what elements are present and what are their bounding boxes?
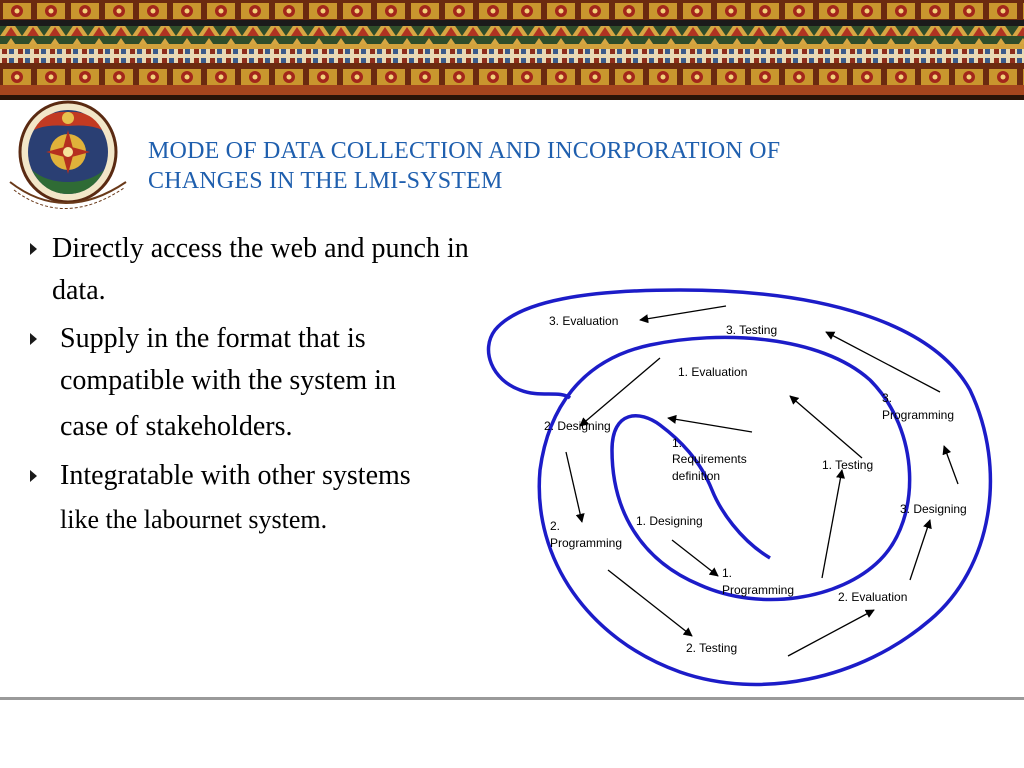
bullet-2-line-3: case of stakeholders. (60, 411, 293, 442)
bullet-1-line-2: data. (52, 275, 106, 306)
arrow-prog3-to-test3 (825, 331, 941, 393)
arrow-design3-to-prog3 (942, 445, 959, 485)
label-programming-1a: 1. (722, 566, 732, 580)
arrow-req-to-top (667, 414, 753, 433)
arrow-design1-to-prog1 (671, 539, 719, 577)
footer-divider (0, 697, 1024, 700)
label-evaluation-2: 2. Evaluation (838, 590, 907, 604)
title-line-1: Mode of data collection and incorporatio… (148, 138, 781, 164)
label-designing-1: 1. Designing (636, 514, 703, 528)
national-emblem (4, 100, 136, 222)
label-programming-3a: 3. (882, 391, 892, 405)
label-programming-2a: 2. (550, 519, 560, 533)
label-programming-3b: Programming (882, 408, 954, 422)
label-designing-2: 2. Designing (544, 419, 611, 433)
bullet-1-line-1: Directly access the web and punch in (52, 233, 469, 264)
label-requirements-1: 1. (672, 436, 682, 450)
label-designing-3: 3. Designing (900, 502, 967, 516)
label-testing-1: 1. Testing (822, 458, 873, 472)
bullet-2-line-1: Supply in the format that is (60, 323, 366, 354)
flow-arrows (565, 305, 959, 657)
spiral-curve (486, 288, 993, 687)
triangle-bullet-icon (30, 333, 37, 345)
bullet-2-line-2: compatible with the system in (60, 365, 396, 396)
triangle-bullet-icon (30, 470, 37, 482)
arrow-prog2-to-test2 (607, 569, 693, 637)
arrow-prog1-to-test1 (821, 469, 845, 579)
label-programming-1b: Programming (722, 583, 794, 597)
title-line-2: changes in the LMI-System (148, 168, 503, 194)
arrow-test2-to-eval2 (787, 609, 875, 657)
label-testing-2: 2. Testing (686, 641, 737, 655)
label-evaluation-3: 3. Evaluation (549, 314, 618, 328)
ornate-beam-banner-image (0, 0, 1024, 100)
arrow-test3-to-eval3 (639, 305, 727, 324)
label-testing-3: 3. Testing (726, 323, 777, 337)
arrow-eval1-to-design2 (579, 357, 661, 427)
slide-title: Mode of data collection and incorporatio… (148, 136, 988, 196)
bullet-3-line-1: Integratable with other systems (60, 460, 411, 491)
arrow-eval2-to-design3 (909, 519, 932, 581)
label-requirements-2: Requirements (672, 452, 747, 466)
label-programming-2b: Programming (550, 536, 622, 550)
triangle-bullet-icon (30, 243, 37, 255)
spiral-labels: 1. Requirements definition 1. Designing … (544, 314, 967, 655)
arrow-design2-to-prog2 (565, 451, 585, 523)
bullet-3-line-2: like the labournet system. (60, 505, 328, 534)
decorative-banner (0, 0, 1024, 100)
arrow-test1-to-eval1 (789, 395, 863, 459)
label-requirements-3: definition (672, 469, 720, 483)
emblem-seal-icon (9, 100, 127, 209)
label-evaluation-1: 1. Evaluation (678, 365, 747, 379)
